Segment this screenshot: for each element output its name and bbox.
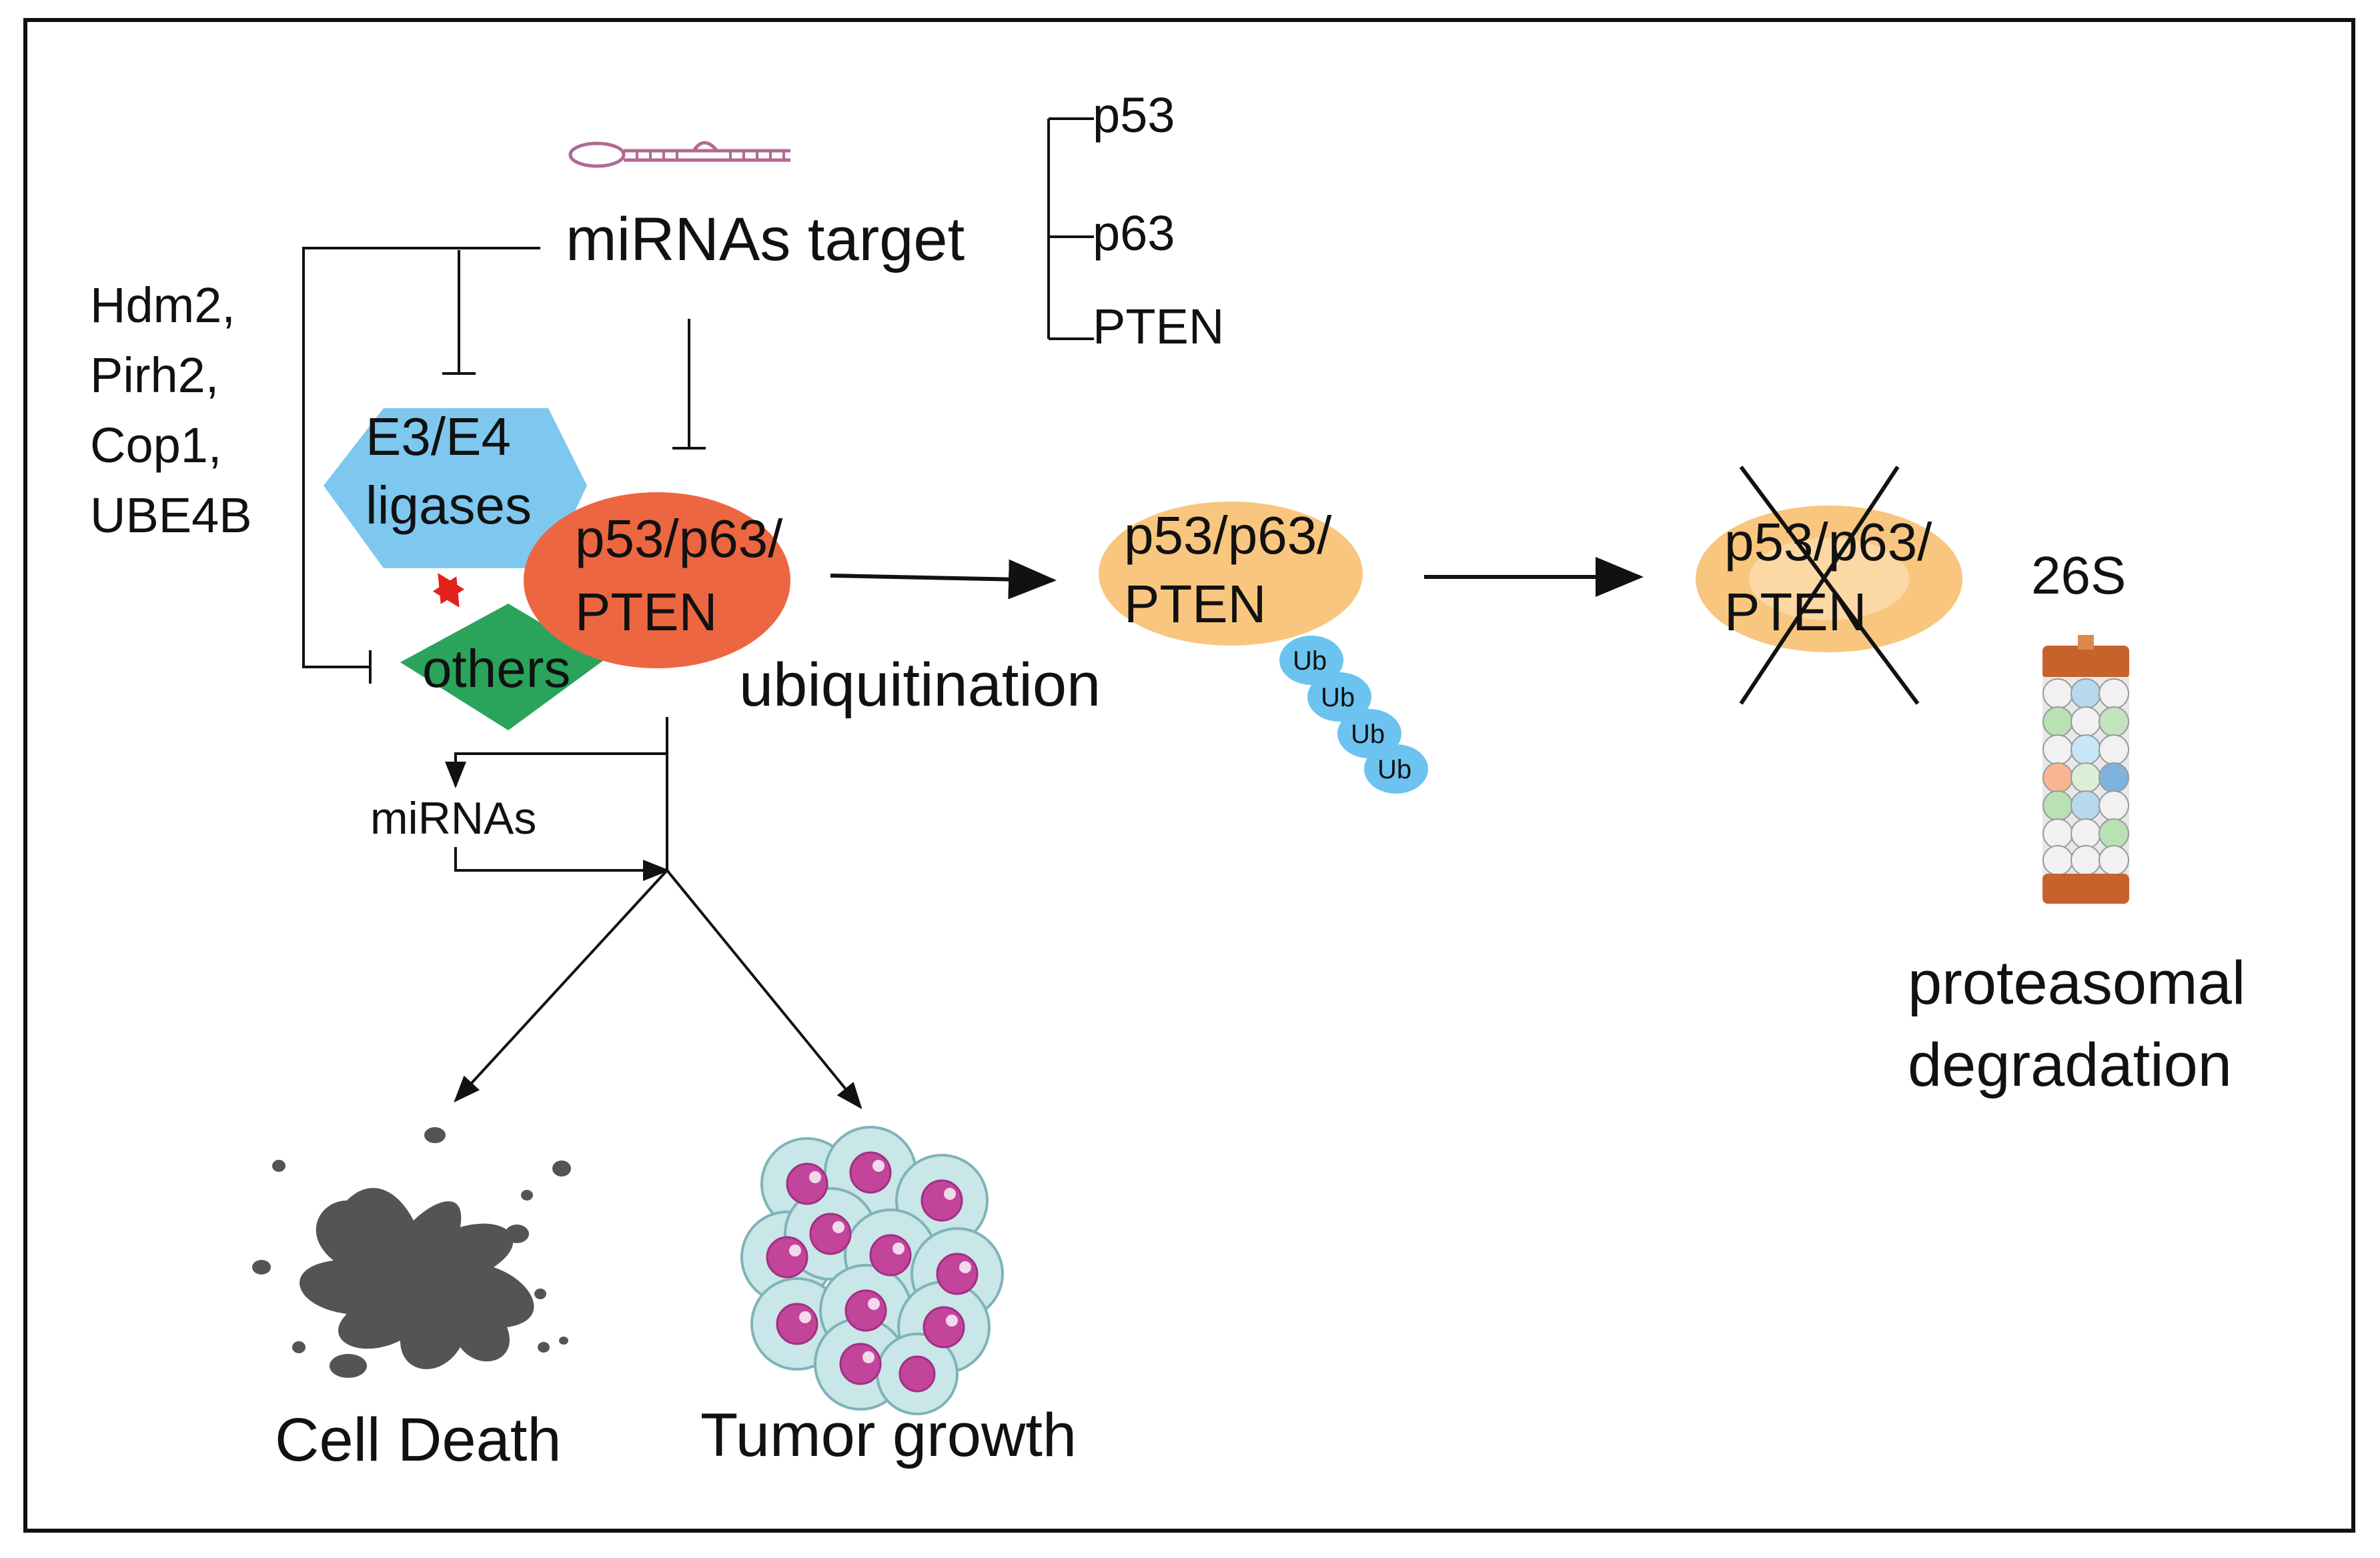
svg-text:Ub: Ub bbox=[1351, 720, 1385, 749]
cell-death-label: Cell Death bbox=[275, 1406, 562, 1474]
interaction-arrow bbox=[432, 573, 465, 608]
cell-death-splatter-icon bbox=[252, 1127, 571, 1378]
others-node: others bbox=[400, 604, 604, 730]
mirna-target-label: miRNAs target bbox=[566, 205, 965, 273]
degradation-line1: proteasomal bbox=[1908, 949, 2245, 1017]
mirna-hairpin-icon bbox=[568, 141, 790, 168]
target-pten: PTEN bbox=[1093, 299, 1224, 354]
ubiquitination-arrow bbox=[830, 559, 1057, 600]
tumor-cell-cluster-icon bbox=[740, 1126, 1004, 1415]
svg-text:Ub: Ub bbox=[1293, 646, 1327, 676]
inhibition-lines bbox=[302, 247, 706, 684]
svg-text:Ub: Ub bbox=[1321, 683, 1355, 712]
downstream-lines bbox=[445, 717, 862, 1110]
others-label: others bbox=[422, 639, 570, 698]
target-bracket bbox=[1047, 117, 1094, 340]
e3-label-line1: E3/E4 bbox=[366, 407, 511, 466]
e3-e4-ligase-node: E3/E4 ligases bbox=[324, 407, 587, 568]
degradation-line2: degradation bbox=[1908, 1031, 2232, 1099]
complex-degraded-line2: PTEN bbox=[1724, 582, 1866, 642]
svg-text:Ub: Ub bbox=[1377, 755, 1411, 784]
ligase-hdm2: Hdm2, bbox=[90, 277, 235, 333]
ub-bead: Ub bbox=[1307, 672, 1371, 722]
complex-ub-line2: PTEN bbox=[1124, 574, 1266, 634]
complex-degraded-line1: p53/p63/ bbox=[1724, 512, 1932, 572]
ligase-ube4b: UBE4B bbox=[90, 488, 252, 543]
mirnas-label: miRNAs bbox=[370, 793, 536, 844]
complex-ub-line1: p53/p63/ bbox=[1124, 506, 1332, 565]
ubiquitination-label: ubiquitination bbox=[739, 651, 1101, 719]
e3-label-line2: ligases bbox=[366, 476, 532, 535]
target-p63: p63 bbox=[1093, 205, 1175, 261]
ub-bead: Ub bbox=[1279, 636, 1343, 685]
target-p53: p53 bbox=[1093, 87, 1175, 143]
complex-active-node: p53/p63/ PTEN bbox=[524, 492, 790, 668]
figure-frame bbox=[23, 18, 2355, 1533]
complex-ubiquitinated-node: p53/p63/ PTEN bbox=[1099, 502, 1363, 646]
ub-bead: Ub bbox=[1364, 744, 1428, 794]
proteasome-barrel-icon bbox=[2042, 635, 2129, 904]
cross-out-icon bbox=[1739, 466, 1920, 705]
proteasome-label: 26S bbox=[2031, 546, 2126, 605]
complex-degraded-node: p53/p63/ PTEN bbox=[1696, 466, 1962, 705]
complex-active-line1: p53/p63/ bbox=[575, 509, 783, 568]
ligase-cop1: Cop1, bbox=[90, 418, 221, 473]
ubiquitin-chain: Ub Ub Ub Ub bbox=[1279, 636, 1428, 794]
ligase-pirh2: Pirh2, bbox=[90, 347, 219, 403]
tumor-growth-label: Tumor growth bbox=[700, 1401, 1077, 1469]
complex-active-line2: PTEN bbox=[575, 582, 717, 642]
